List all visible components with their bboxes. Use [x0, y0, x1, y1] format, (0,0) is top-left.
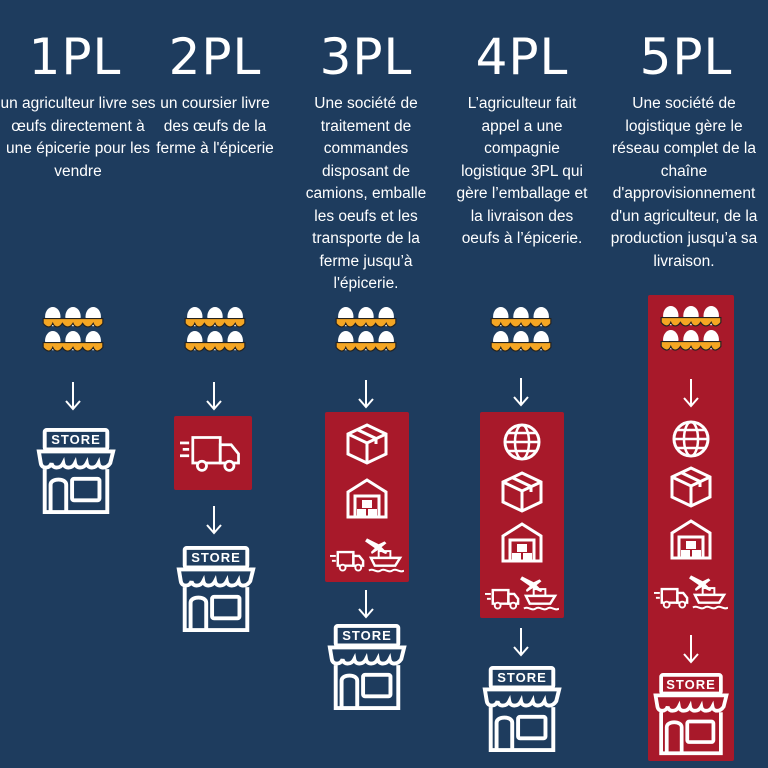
store-icon: STORE: [482, 666, 562, 754]
package-box-icon: [669, 465, 713, 509]
warehouse-icon: [345, 476, 389, 520]
delivery-box: [174, 416, 252, 490]
arrow-down-icon: [356, 378, 376, 410]
column-description: un coursier livre des œufs de la ferme à…: [156, 95, 274, 157]
column-title: 5PL: [639, 28, 733, 86]
arrow-down-icon: [63, 380, 83, 412]
egg-tray-icon: [184, 306, 246, 358]
store-sign-label: STORE: [342, 628, 392, 643]
store-icon: STORE: [652, 673, 730, 757]
store-icon: STORE: [176, 546, 256, 634]
column-title: 1PL: [28, 28, 122, 86]
column-description: L’agriculteur fait appel a une compagnie…: [456, 95, 588, 247]
transport-modes-icon: [654, 571, 728, 611]
store-icon: STORE: [327, 624, 407, 712]
column-1pl: 1PL un agriculteur livre ses œufs direct…: [0, 0, 156, 768]
globe-icon: [502, 422, 542, 462]
full-network-box: STORE: [648, 295, 734, 761]
arrow-down-icon: [681, 633, 701, 665]
column-5pl: 5PL Une société de logistique gère le ré…: [604, 0, 768, 768]
package-box-icon: [345, 422, 389, 466]
store-sign-label: STORE: [666, 677, 716, 692]
egg-tray-icon: [490, 306, 552, 358]
column-2pl: 2PL un coursier livre des œufs de la fer…: [150, 0, 280, 768]
egg-tray-icon: [42, 306, 104, 358]
column-title: 3PL: [319, 28, 413, 86]
store-sign-label: STORE: [191, 550, 241, 565]
column-title: 2PL: [168, 28, 262, 86]
arrow-down-icon: [356, 588, 376, 620]
store-sign-label: STORE: [51, 432, 101, 447]
column-description: Une société de logistique gère le réseau…: [610, 95, 758, 270]
fulfillment-box: [325, 412, 409, 582]
egg-tray-icon: [335, 306, 397, 358]
globe-icon: [671, 419, 711, 459]
column-description: Une société de traitement de commandes d…: [305, 95, 427, 292]
warehouse-icon: [500, 520, 544, 564]
transport-modes-icon: [330, 534, 404, 574]
delivery-truck-icon: [180, 430, 244, 476]
egg-tray-icon: [660, 305, 722, 357]
package-box-icon: [500, 470, 544, 514]
column-description: un agriculteur livre ses œufs directemen…: [0, 95, 156, 180]
column-title: 4PL: [475, 28, 569, 86]
arrow-down-icon: [511, 626, 531, 658]
store-icon: STORE: [36, 428, 116, 516]
arrow-down-icon: [511, 376, 531, 408]
transport-modes-icon: [485, 572, 559, 612]
warehouse-icon: [669, 517, 713, 561]
store-sign-label: STORE: [497, 670, 547, 685]
arrow-down-icon: [204, 380, 224, 412]
column-3pl: 3PL Une société de traitement de command…: [293, 0, 439, 768]
arrow-down-icon: [681, 377, 701, 409]
column-4pl: 4PL L’agriculteur fait appel a une compa…: [447, 0, 597, 768]
arrow-down-icon: [204, 504, 224, 536]
logistics-box: [480, 412, 564, 618]
